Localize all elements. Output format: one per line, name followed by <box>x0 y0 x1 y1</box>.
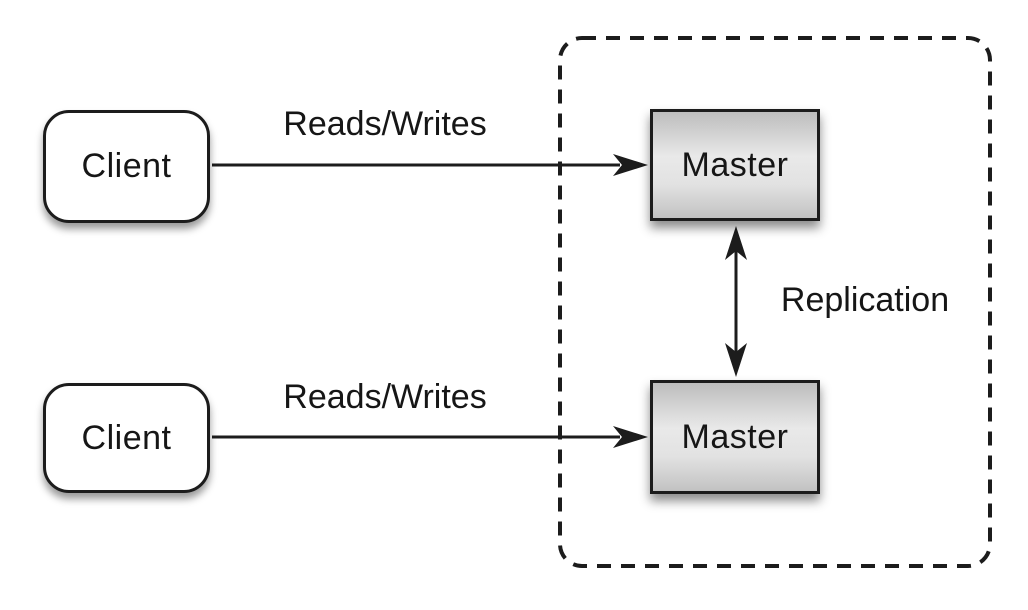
reads-writes-top-arrowhead-icon <box>613 154 648 176</box>
replication-arrowhead-up-icon <box>725 226 747 260</box>
reads-writes-bottom-label: Reads/Writes <box>283 378 487 416</box>
master-node-bottom-label: Master <box>681 417 789 456</box>
master-node-bottom: Master <box>650 380 820 494</box>
replication-arrowhead-down-icon <box>725 343 747 377</box>
client-node-top-label: Client <box>81 147 172 185</box>
replication-group-boundary <box>558 36 992 568</box>
client-node-bottom-label: Client <box>81 418 172 457</box>
client-node-top: Client <box>43 110 210 223</box>
client-node-bottom: Client <box>43 383 210 493</box>
master-node-top-label: Master <box>681 145 789 184</box>
reads-writes-top-label: Reads/Writes <box>283 105 487 143</box>
reads-writes-bottom-arrowhead-icon <box>613 426 648 448</box>
master-node-top: Master <box>650 109 820 221</box>
replication-label: Replication <box>780 281 950 319</box>
